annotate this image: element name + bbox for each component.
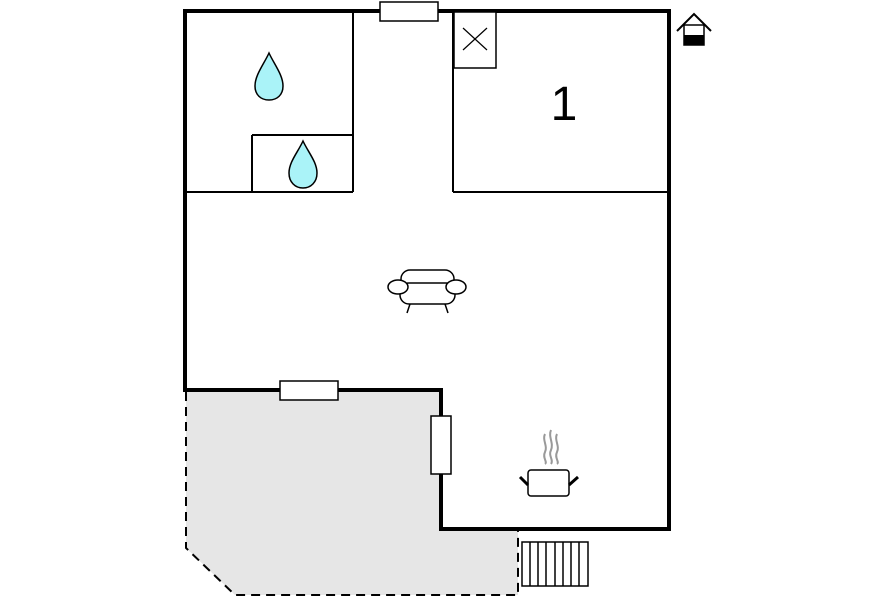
window-bottom-left <box>279 380 339 401</box>
interior-walls <box>186 12 668 193</box>
window-right-inner <box>430 415 452 475</box>
room-label-bedroom: 1 <box>551 78 578 131</box>
window-top <box>379 1 439 22</box>
cooking-pot-icon <box>518 429 579 497</box>
fireplace-icon <box>453 11 497 69</box>
water-drop-icon <box>288 139 318 189</box>
stairs-icon <box>521 541 589 587</box>
terrace <box>185 390 519 596</box>
outer-wall <box>183 9 671 531</box>
floor-level-icon <box>676 12 712 46</box>
water-drop-icon <box>254 51 284 101</box>
sofa-icon <box>387 269 467 314</box>
